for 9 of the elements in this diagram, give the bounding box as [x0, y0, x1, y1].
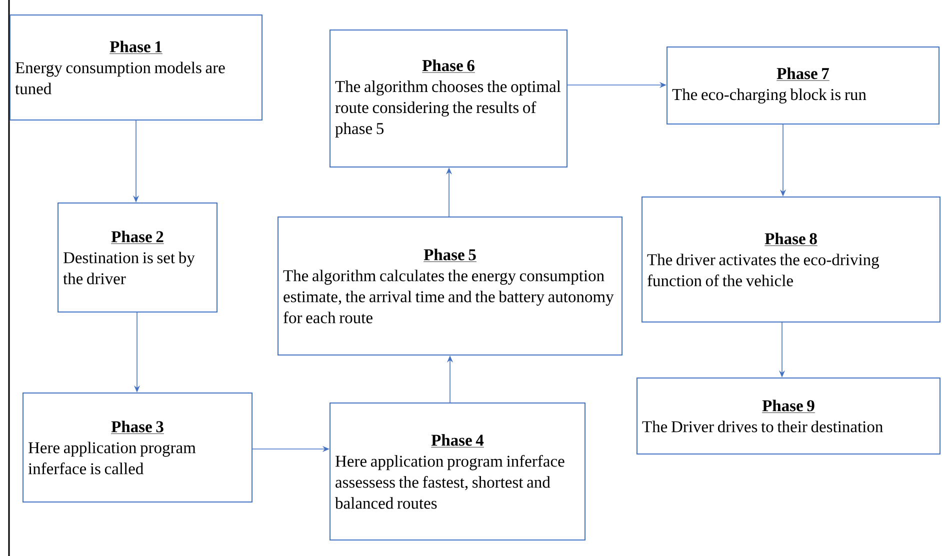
phase-box: Phase 4 Here application program inferface assessess the fastest, shortest and balanced routes [330, 402, 586, 540]
phase-box: Phase 3 Here application program inferface is called [22, 392, 252, 502]
phase-box: Phase 1 Energy consumption models are tuned [10, 14, 262, 120]
phase-box: Phase 8 The driver activates the eco-driving function of the vehicle [642, 196, 940, 322]
phase-box: Phase 5 The algorithm calculates the energy consumption estimate, the arrival time and the battery autonomy for each route [278, 216, 622, 356]
phase-box: Phase 6 The algorithm chooses the optimal route considering the results of phase 5 [330, 30, 568, 168]
phase-box: Phase 9 The Driver drives to their destination [636, 378, 940, 454]
phase-box: Phase 7 The eco-charging block is run [666, 46, 940, 124]
phase-box: Phase 2 Destination is set by the driver [58, 202, 218, 312]
